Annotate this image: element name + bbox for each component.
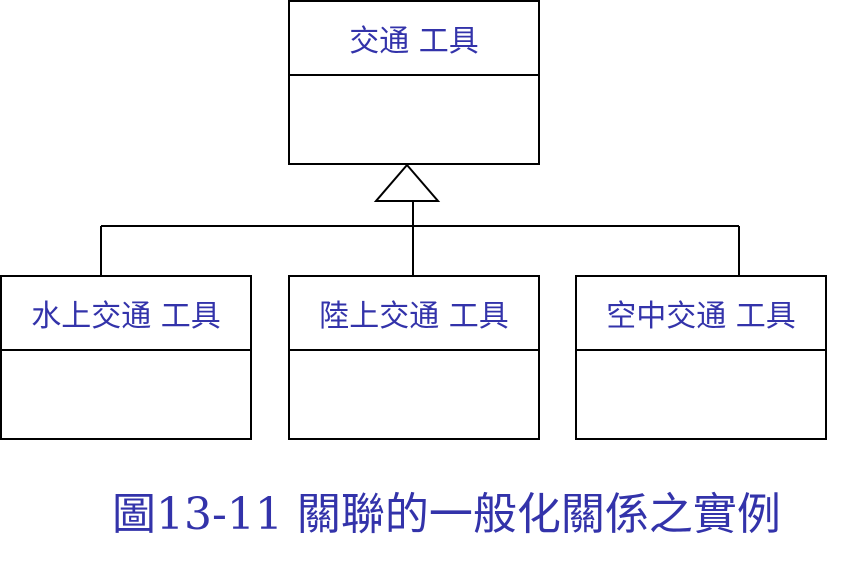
class-box-water-vehicle: 水上交通 工具	[0, 275, 252, 440]
class-name-air-vehicle: 空中交通 工具	[577, 277, 825, 351]
class-attributes-air-vehicle	[577, 351, 825, 438]
class-box-vehicle: 交通 工具	[288, 0, 540, 165]
class-name-water-vehicle: 水上交通 工具	[2, 277, 250, 351]
class-attributes-water-vehicle	[2, 351, 250, 438]
class-name-land-vehicle: 陸上交通 工具	[290, 277, 538, 351]
class-attributes-vehicle	[290, 76, 538, 163]
class-name-vehicle: 交通 工具	[290, 2, 538, 76]
generalization-arrowhead	[373, 163, 441, 202]
figure-caption: 圖13-11 關聯的一般化關係之實例	[112, 489, 781, 540]
class-box-land-vehicle: 陸上交通 工具	[288, 275, 540, 440]
class-box-air-vehicle: 空中交通 工具	[575, 275, 827, 440]
class-attributes-land-vehicle	[290, 351, 538, 438]
